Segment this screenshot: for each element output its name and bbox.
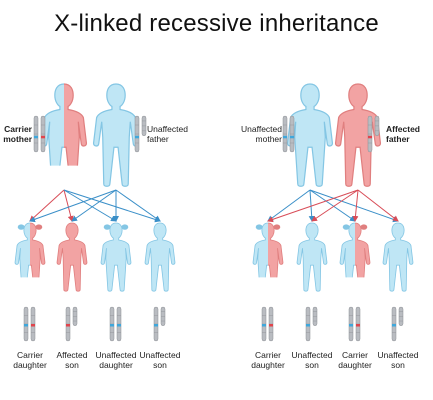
right-child-1-figure [296,222,328,292]
left-child-2-figure [100,222,132,292]
left-parent-mother-figure [40,83,88,166]
arrow-right-p0-c2 [309,189,356,222]
right-parent-1-chromosomes [367,115,380,153]
right-child-0-chromosomes [261,306,274,342]
right-child-0-figure [252,222,284,278]
right-child-2-figure [339,222,371,278]
arrow-left-p0-c1 [63,189,74,222]
arrow-left-p0-c3 [63,189,161,223]
left-child-1-chromosomes [65,306,78,342]
left-child-3-chromosomes [153,306,166,342]
left-child-2-chromosomes [109,306,122,342]
arrow-right-p1-c2 [352,189,359,222]
left-child-0-chromosomes [23,306,36,342]
arrow-left-p1-c1 [71,189,117,222]
right-child-3-chromosomes [391,306,404,342]
right-child-2-chromosomes [348,306,361,342]
arrow-left-p0-c2 [63,189,117,222]
left-child-3-figure [144,222,176,292]
arrow-left-p1-c3 [115,189,161,222]
left-parent-1-chromosomes [134,115,147,153]
left-child-0-figure [14,222,46,278]
arrow-right-p0-c0 [267,189,311,222]
arrow-left-p0-c0 [29,189,65,222]
arrow-right-p1-c3 [357,189,399,222]
right-child-1-chromosomes [305,306,318,342]
right-child-3-figure [382,222,414,292]
right-parent-father-figure [334,83,382,187]
left-parent-father-figure [92,83,140,187]
right-parent-0-chromosomes [282,115,295,153]
arrow-right-p1-c1 [311,189,359,222]
arrow-left-p1-c0 [29,189,117,223]
arrow-right-p1-c0 [267,189,359,223]
left-parent-0-chromosomes [33,115,46,153]
arrow-right-p0-c3 [309,189,399,223]
left-child-1-figure [56,222,88,292]
diagram-title: X-linked recessive inheritance [54,10,379,37]
right-parent-mother-figure [286,83,334,187]
